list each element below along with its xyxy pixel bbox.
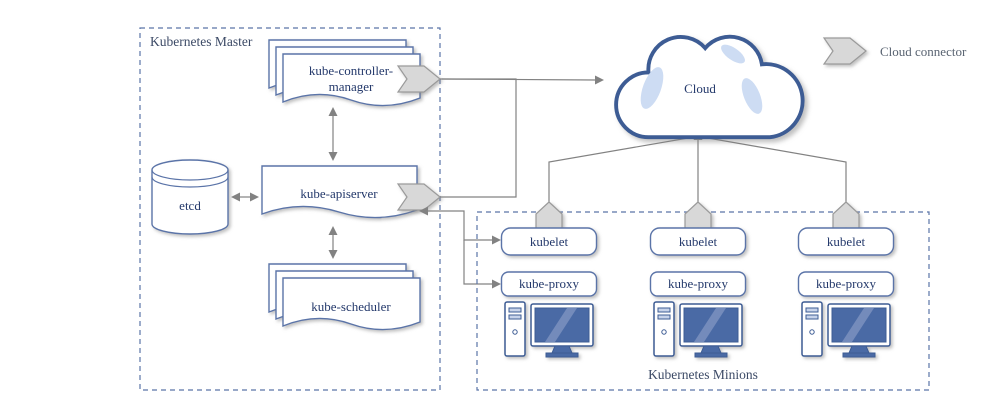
minions-group-title: Kubernetes Minions	[648, 367, 758, 382]
master-group-title: Kubernetes Master	[150, 34, 253, 49]
cloud-label: Cloud	[684, 81, 716, 96]
kubelet-label: kubelet	[530, 234, 569, 249]
etcd-cylinder-rim1	[151, 169, 229, 181]
arrowhead-up	[328, 107, 338, 116]
etcd-cylinder-rim2	[151, 176, 229, 188]
kubelet-label: kubelet	[827, 234, 866, 249]
arrowhead-down	[328, 250, 338, 259]
kubelet-box	[797, 227, 895, 256]
etcd-node: etcd	[151, 159, 229, 235]
arrowhead-into-cloud-left	[595, 75, 604, 85]
apiserver-doc	[261, 165, 418, 219]
kube-scheduler-node: kube-scheduler	[268, 263, 421, 331]
arrowhead-into-kube-proxy	[492, 279, 501, 289]
cloud-accent-right	[741, 78, 763, 114]
arrowhead-right	[250, 192, 259, 202]
arrow-etcd-apiserver	[231, 192, 259, 202]
minion-node-3: kubelet kube-proxy	[797, 201, 895, 358]
kube-controller-manager-node: kube-controller- manager	[268, 39, 441, 107]
cloud-accent-left	[640, 67, 664, 109]
minion-node-1: kubelet kube-proxy	[500, 201, 598, 358]
arrowhead-up	[328, 226, 338, 235]
legend: Cloud connector	[822, 37, 967, 65]
arrowhead-into-kubelet	[492, 235, 501, 245]
arrow-controller-apiserver	[328, 107, 338, 161]
kube-proxy-label: kube-proxy	[519, 276, 579, 291]
kubelet-box	[649, 227, 747, 256]
etcd-cylinder	[151, 159, 229, 235]
kube-proxy-label: kube-proxy	[816, 276, 876, 291]
kubelet-label: kubelet	[679, 234, 718, 249]
arrowhead-left	[231, 192, 240, 202]
master-group-border	[139, 27, 441, 391]
minion-node-2: kubelet kube-proxy	[649, 201, 747, 358]
minion-computer-icon	[504, 301, 594, 358]
controller-doc-front	[282, 53, 421, 107]
kubelet-box	[500, 227, 598, 256]
cloud-node: Cloud	[614, 34, 805, 140]
arrow-apiserver-scheduler	[328, 226, 338, 259]
wire-apiserver-minion	[419, 206, 501, 289]
controller-label-line2: manager	[329, 79, 374, 94]
arrowhead-into-apiserver	[419, 206, 428, 216]
etcd-label: etcd	[179, 198, 201, 213]
scheduler-label: kube-scheduler	[311, 299, 391, 314]
kube-apiserver-node: kube-apiserver	[261, 165, 441, 219]
legend-cloud-connector-icon	[822, 37, 867, 65]
controller-label-line1: kube-controller-	[309, 63, 393, 78]
scheduler-doc-front	[282, 277, 421, 331]
wire-kubelets-to-cloud	[548, 131, 847, 203]
arrowhead-down	[328, 152, 338, 161]
cloud-accent-top	[721, 44, 745, 64]
minion-computer-icon	[801, 301, 891, 358]
kube-proxy-box	[797, 271, 895, 297]
kube-proxy-label: kube-proxy	[668, 276, 728, 291]
minion-computer-icon	[653, 301, 743, 358]
controller-cloud-connector-icon	[396, 65, 441, 93]
apiserver-label: kube-apiserver	[300, 186, 378, 201]
kube-proxy-box	[649, 271, 747, 297]
legend-label: Cloud connector	[880, 44, 967, 59]
wire-master-to-cloud	[439, 75, 604, 198]
kube-proxy-box	[500, 271, 598, 297]
